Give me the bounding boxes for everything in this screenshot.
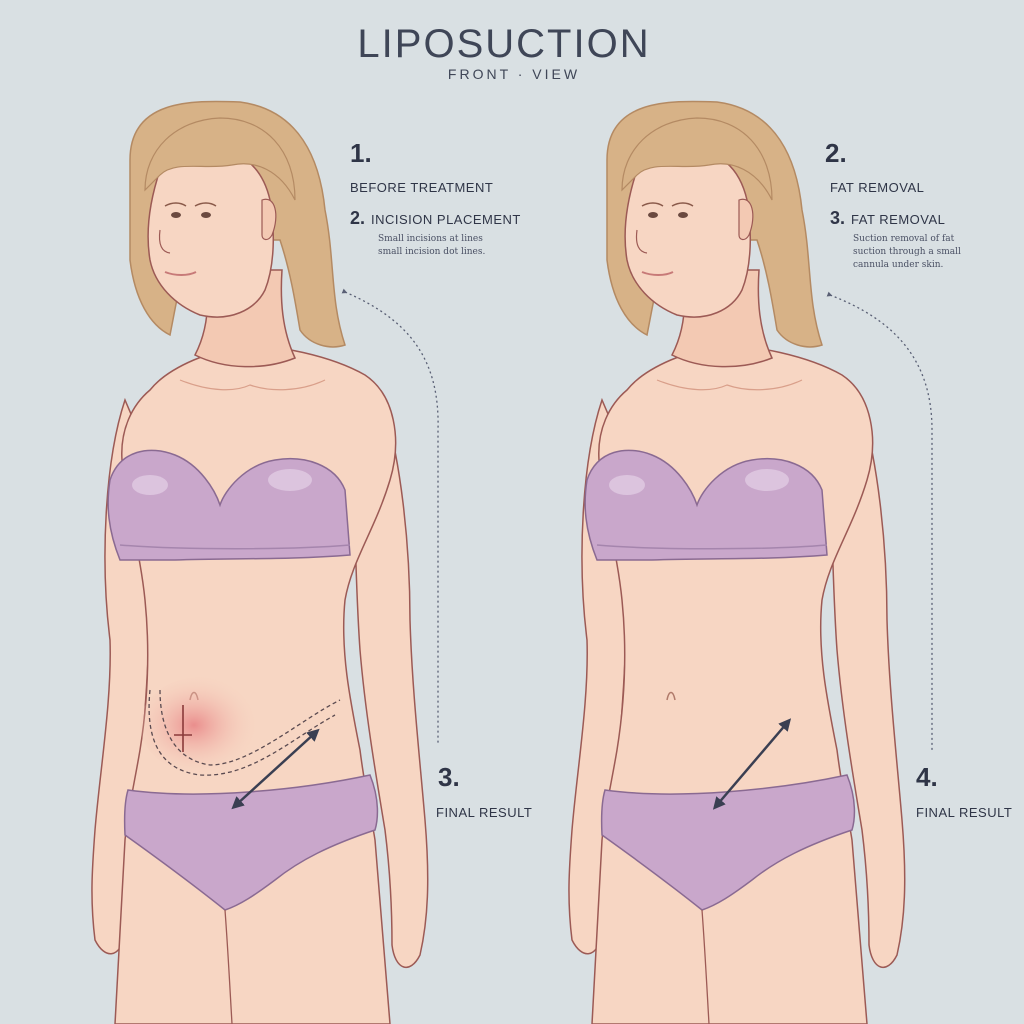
step-number-3: 3. [438, 762, 460, 792]
incision-note: Small incisions at lines small incision … [378, 233, 538, 259]
sub-step-fat-removal: 3. FAT REMOVAL [830, 208, 945, 229]
step-number-2: 2. [825, 138, 847, 168]
note-line: Suction removal of fat [853, 234, 955, 244]
note-line: suction through a small [853, 247, 961, 257]
note-line: Small incisions at lines [378, 234, 483, 244]
figure-before [90, 100, 439, 1024]
step-label-fat-removal: FAT REMOVAL [830, 180, 925, 195]
final-result-label-left: FINAL RESULT [436, 805, 533, 820]
figure-after [567, 100, 906, 1024]
sub-step-label: INCISION PLACEMENT [371, 212, 521, 227]
sub-step-number: 2. [350, 208, 366, 228]
dotted-pointer-right [826, 291, 933, 750]
step-number-1: 1. [350, 138, 372, 168]
incision-dotted-outline-2 [159, 689, 341, 766]
note-line: cannula under skin. [853, 260, 944, 270]
step-label-before: BEFORE TREATMENT [350, 180, 494, 195]
step-number-4: 4. [916, 762, 938, 792]
fat-removal-note: Suction removal of fat suction through a… [853, 233, 1013, 272]
page-title: LIPOSUCTION [357, 22, 651, 66]
double-arrow-left [231, 728, 320, 810]
final-result-label-right: FINAL RESULT [916, 805, 1013, 820]
sub-step-incision: 2. INCISION PLACEMENT [350, 208, 521, 229]
inflamed-fat-area [140, 677, 260, 773]
dotted-pointer-left [341, 288, 439, 745]
page-subtitle: FRONT · VIEW [447, 66, 581, 82]
incision-mark [174, 705, 192, 752]
sub-step-number: 3. [830, 208, 846, 228]
sub-step-label: FAT REMOVAL [851, 212, 946, 227]
double-arrow-right [712, 718, 792, 810]
note-line: small incision dot lines. [378, 247, 486, 257]
